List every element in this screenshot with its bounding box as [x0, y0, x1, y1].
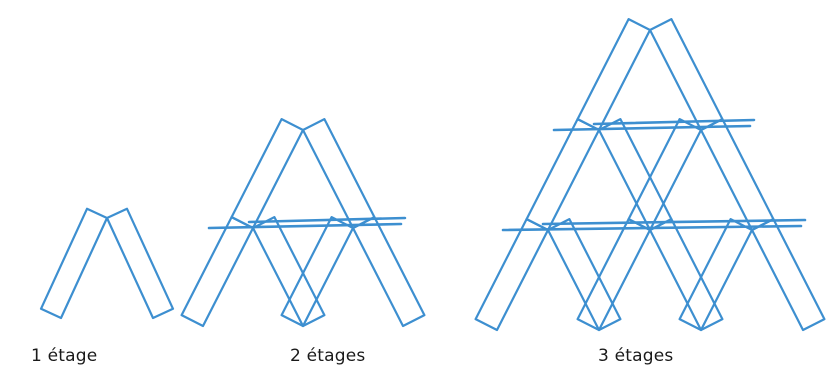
card-left-L1-2 — [282, 217, 353, 326]
card-left-L2-2 — [629, 119, 701, 230]
card-right-L1-3 — [752, 219, 824, 330]
card-left-L1-1 — [41, 209, 107, 318]
caption-1-level: 1 étage — [31, 346, 97, 366]
flat-card-L1 — [209, 224, 401, 228]
flat-card-L2 — [554, 126, 750, 130]
card-right-L2-1 — [599, 119, 671, 230]
card-right-L3-1 — [650, 19, 722, 130]
card-left-L1-1 — [476, 219, 548, 330]
caption-3-levels: 3 étages — [598, 346, 673, 366]
card-right-L1-2 — [353, 217, 424, 326]
caption-2-levels: 2 étages — [290, 346, 365, 366]
card-left-L2-1 — [232, 119, 303, 228]
card-left-L1-1 — [182, 217, 253, 326]
card-right-L1-1 — [253, 217, 324, 326]
card-right-L1-1 — [107, 209, 173, 318]
card-right-L2-1 — [303, 119, 374, 228]
card-left-L3-1 — [578, 19, 650, 130]
card-right-L2-2 — [701, 119, 773, 230]
card-left-L1-2 — [578, 219, 650, 330]
card-house-3-levels — [476, 19, 825, 330]
card-house-1-level — [41, 209, 173, 318]
card-left-L2-1 — [527, 119, 599, 230]
card-right-L1-2 — [650, 219, 722, 330]
card-house-2-levels — [182, 119, 425, 326]
card-left-L1-3 — [680, 219, 752, 330]
card-right-L1-1 — [548, 219, 620, 330]
